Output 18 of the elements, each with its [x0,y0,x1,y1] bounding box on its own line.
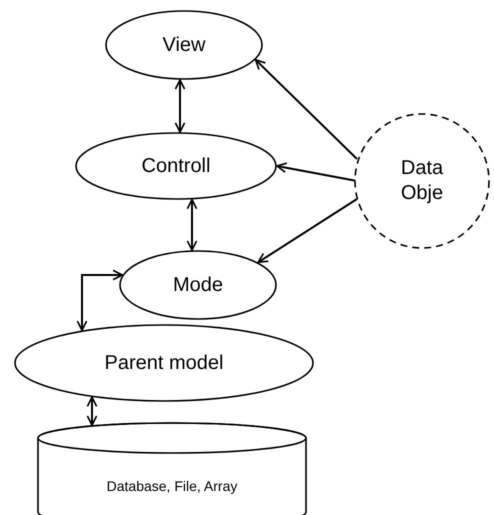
arrow [174,79,186,133]
node-label: Parent model [104,350,224,376]
node-label: View [162,32,206,58]
ellipse-node [105,10,263,80]
arrow [254,58,358,160]
arrow [76,270,124,332]
ellipse-node [75,132,277,200]
node-label: Mode [172,272,224,298]
node-label: Data Obje [400,156,444,206]
arrow [186,198,198,251]
dashed-circle-node [354,113,490,249]
node-label: Database, File, Array [106,478,238,496]
arrow [86,396,98,426]
node-label: Controll [140,154,212,178]
arrow [257,198,358,264]
ellipse-node [119,250,277,320]
database-cylinder [37,422,307,515]
ellipse-node [14,324,314,402]
